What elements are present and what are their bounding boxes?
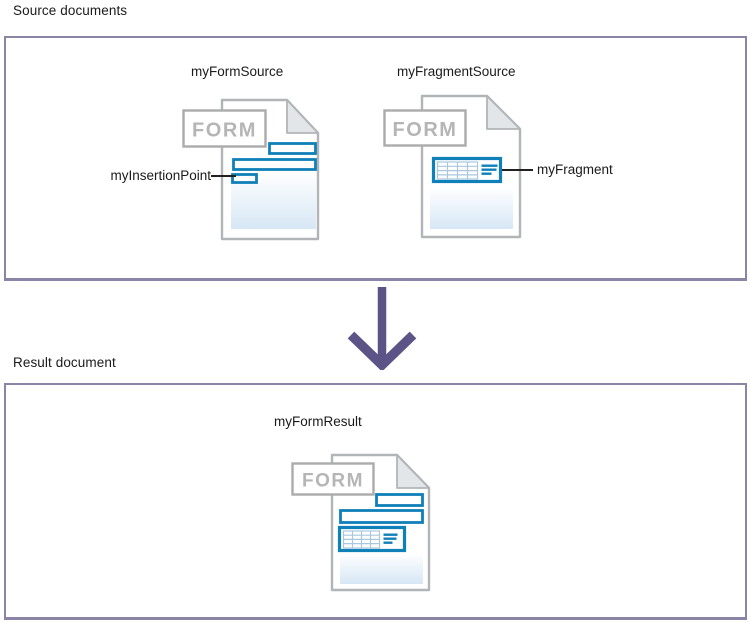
- fragment-table: [342, 530, 381, 549]
- folded-corner: [286, 99, 319, 134]
- form-badge: [383, 109, 467, 147]
- insertion-point-bar: [231, 173, 258, 184]
- insertion-point-callout-line: [211, 175, 236, 177]
- field-bar: [268, 142, 317, 155]
- folded-corner: [486, 95, 521, 130]
- form-result-title: myFormResult: [274, 414, 362, 429]
- form-badge: [291, 462, 375, 496]
- insertion-point-label: myInsertionPoint: [110, 168, 211, 183]
- source-documents-panel: myFormSource myFragmentSource FORM: [4, 36, 747, 281]
- form-document-icon: FORM: [182, 98, 320, 241]
- folded-corner: [396, 454, 430, 489]
- field-bar: [375, 493, 424, 507]
- form-badge-text: FORM: [302, 471, 364, 492]
- fragment-callout-line: [502, 168, 533, 171]
- form-source-title: myFormSource: [191, 64, 284, 79]
- fragment-text-lines: [383, 533, 398, 544]
- fragment-table: [436, 161, 479, 180]
- merged-document-icon: FORM: [291, 453, 431, 592]
- field-bar: [232, 158, 317, 171]
- form-badge: [182, 109, 267, 148]
- down-arrow-icon: [347, 287, 417, 370]
- fragment-source-title: myFragmentSource: [397, 64, 516, 79]
- form-badge-text: FORM: [393, 119, 458, 141]
- page-body-shading: [430, 187, 513, 229]
- result-document-label: Result document: [13, 355, 116, 370]
- fragment-document-icon: FORM: [383, 94, 522, 239]
- field-bar: [339, 509, 424, 524]
- source-documents-label: Source documents: [13, 3, 128, 18]
- result-document-panel: myFormResult FORM: [4, 383, 747, 620]
- page-body-shading: [340, 553, 423, 584]
- form-badge-text: FORM: [192, 120, 257, 142]
- fragment-text-lines: [481, 164, 498, 175]
- fragment-label: myFragment: [537, 162, 613, 177]
